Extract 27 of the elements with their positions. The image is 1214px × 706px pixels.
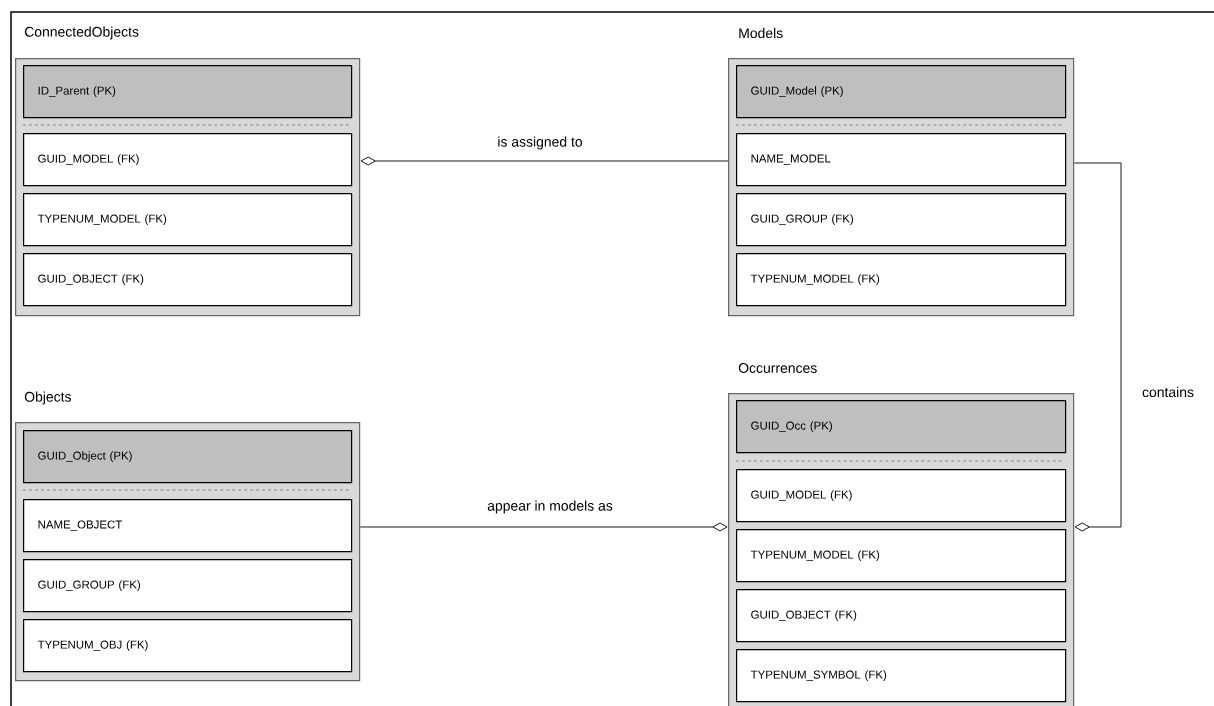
key-field: GUID_Occ (PK) — [736, 400, 1067, 454]
key-field: GUID_Model (PK) — [736, 65, 1067, 119]
edge-label: appear in models as — [486, 499, 614, 515]
field-row: GUID_OBJECT (FK) — [736, 589, 1067, 643]
field-row: TYPENUM_SYMBOL (FK) — [736, 649, 1067, 703]
field-row: GUID_GROUP (FK) — [736, 193, 1067, 247]
field-row: TYPENUM_MODEL (FK) — [736, 253, 1067, 307]
relationship-line — [360, 156, 729, 166]
field-row: GUID_OBJECT (FK) — [23, 253, 353, 307]
edge-label: contains — [1141, 385, 1195, 399]
node-label: Models — [739, 27, 783, 39]
field-row: NAME_OBJECT — [23, 499, 353, 553]
edge-label: is assigned to — [496, 135, 584, 151]
key-field: ID_Parent (PK) — [23, 65, 353, 119]
field-row: NAME_MODEL — [736, 133, 1067, 187]
relationship-line — [1073, 162, 1122, 532]
key-field: GUID_Object (PK) — [23, 430, 353, 484]
field-row: TYPENUM_OBJ (FK) — [23, 619, 353, 673]
relationship-line — [359, 522, 728, 532]
node-label: Occurrences — [738, 363, 817, 373]
field-row: GUID_MODEL (FK) — [23, 133, 353, 187]
field-row: TYPENUM_MODEL (FK) — [736, 529, 1067, 583]
field-row: GUID_GROUP (FK) — [23, 559, 353, 613]
node-label: Objects — [24, 391, 71, 405]
node-label: ConnectedObjects — [24, 26, 139, 40]
field-row: GUID_MODEL (FK) — [736, 469, 1067, 523]
field-row: TYPENUM_MODEL (FK) — [23, 193, 353, 247]
